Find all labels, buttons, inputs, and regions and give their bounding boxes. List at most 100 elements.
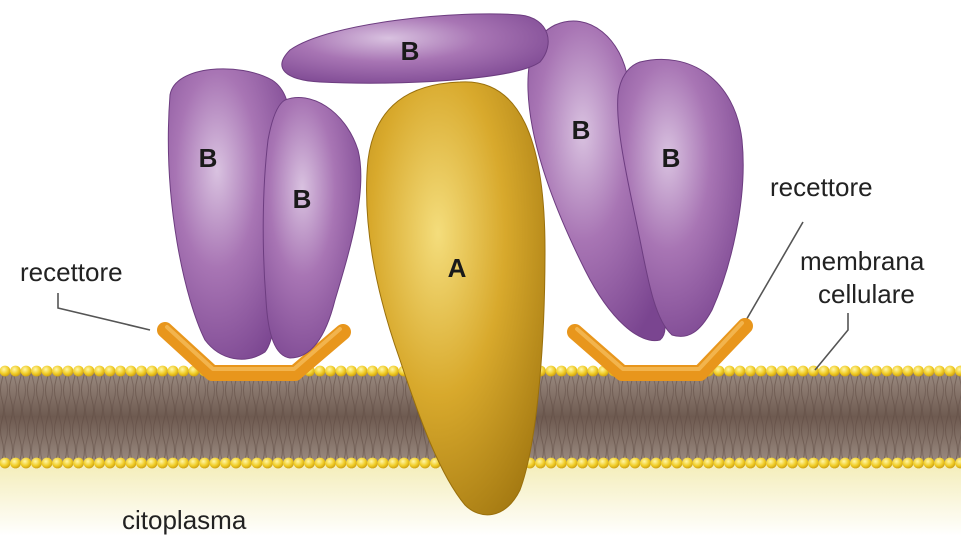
lipid-head (367, 458, 378, 469)
lipid-head (651, 458, 662, 469)
lipid-head (945, 458, 956, 469)
lipid-head (315, 458, 326, 469)
lipid-head (756, 366, 767, 377)
lipid-head (399, 458, 410, 469)
lipid-head (0, 366, 10, 377)
lipid-head (10, 366, 21, 377)
lipid-head (409, 458, 420, 469)
lipid-head (609, 458, 620, 469)
lipid-head (252, 458, 263, 469)
lipid-head (850, 458, 861, 469)
lipid-head (787, 366, 798, 377)
subunit-b-top-label: B (401, 36, 420, 66)
subunit-b-right-outer-label: B (662, 143, 681, 173)
lipid-head (819, 458, 830, 469)
lipid-head (21, 366, 32, 377)
lipid-head (882, 366, 893, 377)
lipid-head (682, 458, 693, 469)
lipid-head (63, 458, 74, 469)
lipid-head (157, 458, 168, 469)
lipid-head (913, 458, 924, 469)
lipid-head (861, 366, 872, 377)
lipid-head (829, 366, 840, 377)
lipid-head (945, 366, 956, 377)
lipid-head (934, 366, 945, 377)
subunit-b-right-inner-label: B (572, 115, 591, 145)
receptor-left-label: recettore (20, 257, 123, 287)
lipid-head (189, 458, 200, 469)
lipid-head (598, 458, 609, 469)
lipid-head (378, 366, 389, 377)
lipid-head (913, 366, 924, 377)
lipid-head (346, 366, 357, 377)
lipid-head (567, 366, 578, 377)
lipid-head (0, 458, 10, 469)
lipid-head (10, 458, 21, 469)
leader-membrane (815, 313, 848, 370)
lipid-head (892, 366, 903, 377)
lipid-head (735, 458, 746, 469)
lipid-head (777, 458, 788, 469)
lipid-head (63, 366, 74, 377)
lipid-head (787, 458, 798, 469)
lipid-head (556, 366, 567, 377)
lipid-head (556, 458, 567, 469)
lipid-head (766, 366, 777, 377)
lipid-head (325, 366, 336, 377)
lipid-head (871, 366, 882, 377)
lipid-head (703, 458, 714, 469)
lipid-head (115, 366, 126, 377)
lipid-head (126, 366, 137, 377)
lipid-head (52, 366, 63, 377)
lipid-head (73, 366, 84, 377)
lipid-head (105, 366, 116, 377)
leader-receptor-left (58, 293, 150, 330)
lipid-head (147, 458, 158, 469)
lipid-head (283, 458, 294, 469)
lipid-head (724, 366, 735, 377)
lipid-head (94, 458, 105, 469)
lipid-head (808, 458, 819, 469)
lipid-head (73, 458, 84, 469)
lipid-head (336, 366, 347, 377)
lipid-head (210, 458, 221, 469)
lipid-head (882, 458, 893, 469)
lipid-head (199, 458, 210, 469)
lipid-head (273, 458, 284, 469)
b-subunits-right (528, 21, 743, 341)
lipid-head (367, 366, 378, 377)
lipid-head (892, 458, 903, 469)
lipid-head (745, 458, 756, 469)
lipid-head (745, 366, 756, 377)
lipid-head (756, 458, 767, 469)
lipid-head (336, 458, 347, 469)
lipid-head (42, 458, 53, 469)
lipid-head (94, 366, 105, 377)
lipid-head (178, 366, 189, 377)
lipid-head (798, 458, 809, 469)
lipid-head (934, 458, 945, 469)
lipid-head (126, 458, 137, 469)
lipid-head (157, 366, 168, 377)
lipid-head (136, 366, 147, 377)
lipid-head (84, 458, 95, 469)
lipid-head (577, 458, 588, 469)
lipid-head (220, 458, 231, 469)
lipid-head (168, 458, 179, 469)
lipid-head (672, 458, 683, 469)
lipid-head (777, 366, 788, 377)
b-subunits-left (168, 69, 361, 359)
lipid-head (871, 458, 882, 469)
lipid-head (388, 366, 399, 377)
lipid-head (105, 458, 116, 469)
lipid-head (840, 458, 851, 469)
cytoplasm-label: citoplasma (122, 505, 247, 535)
lipid-head (52, 458, 63, 469)
lipid-head (21, 458, 32, 469)
membrane-label-line2: cellulare (818, 279, 915, 309)
lipid-head (346, 458, 357, 469)
lipid-head (903, 458, 914, 469)
leader-receptor-right (745, 222, 803, 322)
